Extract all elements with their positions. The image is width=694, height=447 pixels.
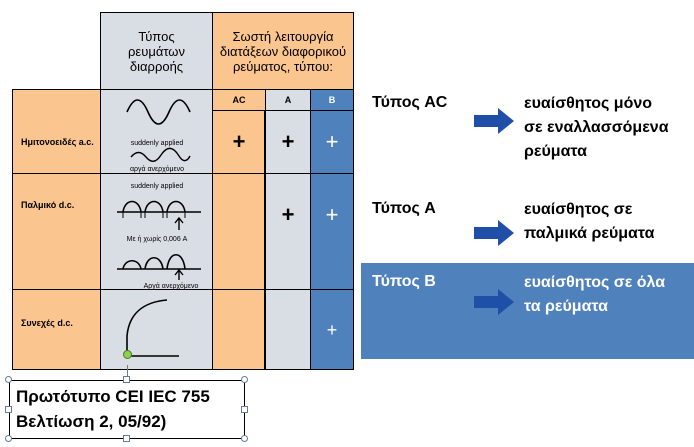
cell-b-row2: + [310, 173, 354, 290]
cell-a-row1: + [265, 110, 311, 174]
wave2-top-caption: suddenly applied [131, 183, 184, 190]
caption-line-1: Πρωτότυπο CEI IEC 755 [16, 387, 210, 406]
cell-a-row3 [265, 289, 311, 370]
wave-cell-ac: suddenly applied αργά ανερχόμενο [100, 89, 213, 174]
rotate-handle[interactable] [123, 350, 132, 359]
resize-handle-left[interactable] [5, 406, 12, 413]
header-correct-function: Σωστή λειτουργία διατάξεων διαφορικού ρε… [212, 12, 354, 90]
column-divider [264, 110, 266, 370]
right-arrow-icon [474, 289, 514, 315]
type-ac-row: Τύπος AC ευαίσθητος μόνο σε εναλλασσόμεν… [370, 92, 690, 172]
wave2-mid-caption: Με ή χωρίς 0,006 A [127, 235, 188, 243]
type-b-title: Τύπος B [372, 273, 436, 290]
sinusoidal-wave-diagram: suddenly applied αργά ανερχόμενο [126, 99, 191, 173]
resize-handle-top-left[interactable] [5, 376, 12, 383]
type-a-desc: ευαίσθητος σε παλμικά ρεύματα [524, 201, 655, 242]
cell-ac-row1: + [212, 110, 266, 174]
wave-cell-dc [100, 289, 213, 370]
wave1-top-caption: suddenly applied [131, 140, 184, 147]
cell-a-row2: + [265, 173, 311, 290]
type-ac-desc: ευαίσθητος μόνο σε εναλλασσόμενα ρεύματα [524, 95, 669, 160]
plus-ac-row1: + [232, 129, 246, 154]
resize-handle-top[interactable] [123, 376, 130, 383]
row-label-pulsating-dc: Παλμικό d.c. [12, 173, 101, 290]
plus-b-row2: + [325, 202, 339, 227]
col-header-a: A [265, 89, 311, 111]
caption-line-2: Βελτίωση 2, 05/92) [16, 412, 167, 431]
wave1-bottom-caption: αργά ανερχόμενο [130, 165, 184, 173]
type-ac-title: Τύπος AC [372, 94, 448, 111]
plus-a-row2: + [281, 202, 295, 227]
type-b-desc: ευαίσθητος σε όλα τα ρεύματα [524, 274, 666, 315]
type-b-row: Τύπος B ευαίσθητος σε όλα τα ρεύματα [361, 263, 694, 359]
row-label-dc: Συνεχές d.c. [12, 289, 101, 370]
dc-wave-diagram [126, 299, 179, 357]
wave-cell-pulsating: suddenly applied Με ή χωρίς 0,006 A Αργά… [100, 173, 213, 290]
cell-ac-row3 [212, 289, 266, 370]
resize-handle-top-right[interactable] [241, 376, 248, 383]
plus-b-row3: + [326, 319, 338, 340]
wave2-bottom-caption: Αργά ανερχόμενο [144, 282, 199, 290]
resize-handle-bottom[interactable] [123, 435, 130, 442]
right-arrow-icon [474, 108, 514, 134]
rotate-handle-connector [127, 365, 128, 377]
type-a-title: Τύπος A [372, 200, 436, 217]
resize-handle-right[interactable] [241, 406, 248, 413]
col-header-b: B [310, 89, 354, 111]
cell-ac-row2 [212, 173, 266, 290]
rcd-table: Τύπος ρευμάτων διαρροής Σωστή λειτουργία… [12, 12, 354, 370]
header-leakage-types: Τύπος ρευμάτων διαρροής [100, 12, 213, 90]
cell-b-row1: + [310, 110, 354, 174]
type-a-row: Τύπος A ευαίσθητος σε παλμικά ρεύματα [370, 198, 690, 258]
resize-handle-bottom-right[interactable] [241, 435, 248, 442]
plus-b-row1: + [325, 129, 339, 154]
row-label-sinusoidal-ac: Ημιτονοειδές a.c. [12, 89, 101, 174]
col-header-ac: AC [212, 89, 266, 111]
plus-a-row1: + [281, 129, 295, 154]
pulsating-wave-diagram: suddenly applied Με ή χωρίς 0,006 A Αργά… [117, 183, 201, 290]
resize-handle-bottom-left[interactable] [5, 435, 12, 442]
caption-textbox[interactable]: Πρωτότυπο CEI IEC 755 Βελτίωση 2, 05/92) [9, 380, 245, 439]
cell-b-row3: + [310, 289, 354, 370]
right-arrow-icon [474, 220, 514, 246]
